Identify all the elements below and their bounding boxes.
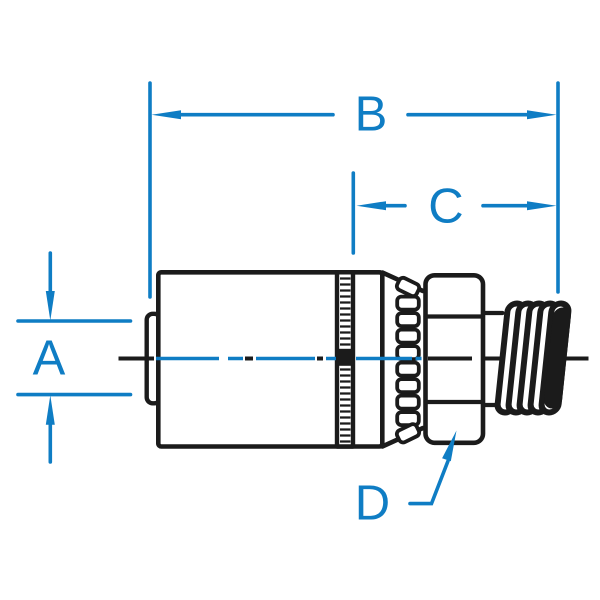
dimension-a [16,251,133,464]
leader-d [408,430,457,506]
dim-label-a: A [32,331,66,386]
dim-b-arrow-right [527,110,557,120]
dim-label-c: C [428,179,464,234]
serration-column [394,275,422,445]
dim-c-arrow-left [356,201,386,211]
dim-c-arrow-right [527,201,557,211]
leader-d-arrow [442,430,457,462]
dim-b-arrow-left [151,110,181,120]
crimp-band [334,270,356,449]
dim-label-b: B [354,87,388,141]
dim-a-arrow-up [45,395,55,425]
dim-a-arrow-down [45,291,55,321]
dimension-b [148,81,560,299]
dimension-c [351,171,557,255]
dim-label-d: D [354,476,391,530]
dimensions [16,81,560,506]
male-thread [494,300,572,416]
